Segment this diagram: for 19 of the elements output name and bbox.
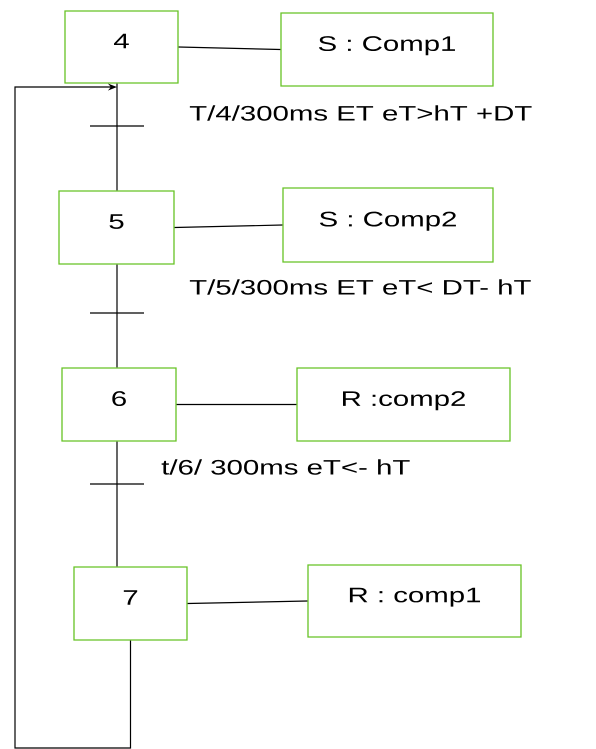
action-box: R : comp1: [307, 564, 522, 638]
action-box: R :comp2: [296, 367, 511, 442]
step-box: 5: [58, 190, 175, 265]
action-box: S : Comp1: [280, 12, 494, 87]
action-box: S : Comp2: [282, 187, 494, 263]
loop-arrow: [14, 83, 132, 749]
transition-link: [116, 84, 118, 190]
step-box: 6: [61, 367, 177, 442]
transition-condition: T/5/300ms ET eT< DT- hT: [190, 279, 531, 295]
action-link: [174, 224, 282, 228]
transition-link: [116, 442, 118, 566]
transition-link: [116, 264, 118, 368]
action-link: [176, 404, 296, 406]
step-box: 7: [73, 566, 188, 641]
action-link: [178, 46, 280, 50]
transition-condition: t/6/ 300ms eT<- hT: [162, 459, 410, 475]
transition-condition: T/4/300ms ET eT>hT +DT: [190, 105, 532, 121]
step-box: 4: [64, 10, 179, 84]
action-link: [188, 600, 308, 604]
